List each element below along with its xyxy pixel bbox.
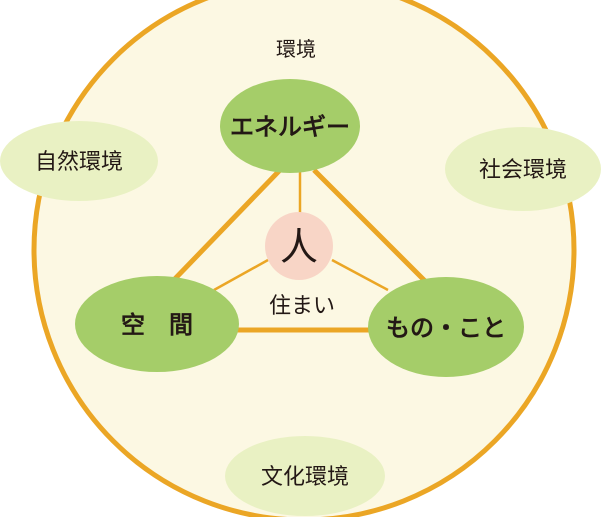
spoke-space [213,258,269,292]
center-node [265,212,333,280]
natural-env-node [0,121,158,201]
line-energy-space [166,168,282,288]
spoke-things [331,258,389,292]
center-label: 人 [280,225,318,269]
natural-env-label: 自然環境 [35,150,123,175]
space-label: 空 間 [121,311,193,339]
triangle-lines [166,168,432,333]
cultural-env-label: 文化環境 [261,465,349,490]
dwelling-label: 住まい [269,294,335,319]
energy-label: エネルギー [230,113,350,141]
energy-node [220,79,360,173]
cultural-env-node [225,436,385,516]
social-env-node [445,127,601,211]
things-label: もの・こと [386,314,506,342]
things-node [368,277,524,377]
line-energy-things [312,168,432,288]
space-node [75,276,239,372]
social-env-label: 社会環境 [479,158,567,183]
environment-label: 環境 [276,37,316,61]
